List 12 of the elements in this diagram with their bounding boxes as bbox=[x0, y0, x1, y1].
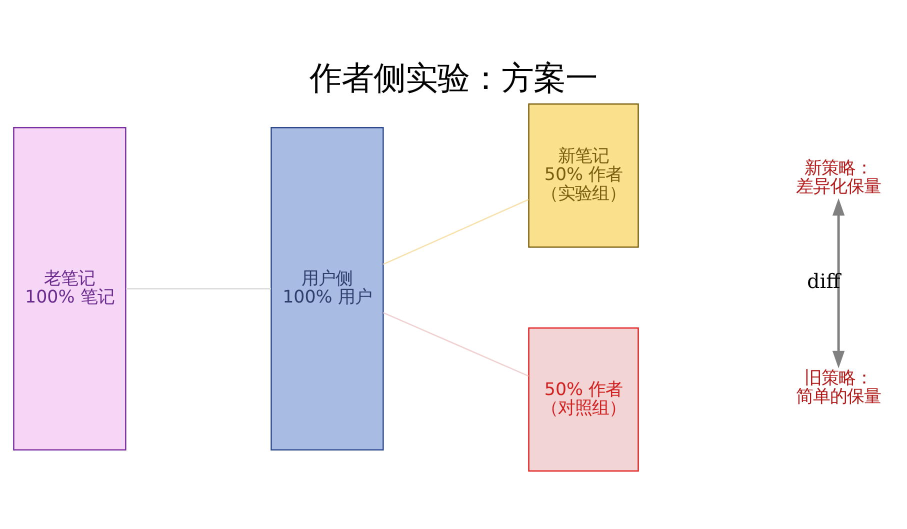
node-text: 旧策略： 简单的保量 bbox=[796, 368, 882, 408]
connector bbox=[382, 198, 529, 265]
node-box: 用户侧 100% 用户 bbox=[270, 127, 384, 450]
connector bbox=[382, 312, 529, 377]
node-box: 50% 作者 （对照组） bbox=[528, 327, 639, 472]
edge-label: diff bbox=[807, 270, 840, 293]
diagram-title: 作者侧实验：方案一 bbox=[310, 58, 598, 97]
connector bbox=[126, 288, 272, 290]
node-box: 新笔记 50% 作者 （实验组） bbox=[528, 103, 639, 248]
arrow bbox=[832, 198, 845, 368]
node-box: 老笔记 100% 笔记 bbox=[13, 127, 126, 450]
node-text: 新策略： 差异化保量 bbox=[796, 158, 882, 197]
